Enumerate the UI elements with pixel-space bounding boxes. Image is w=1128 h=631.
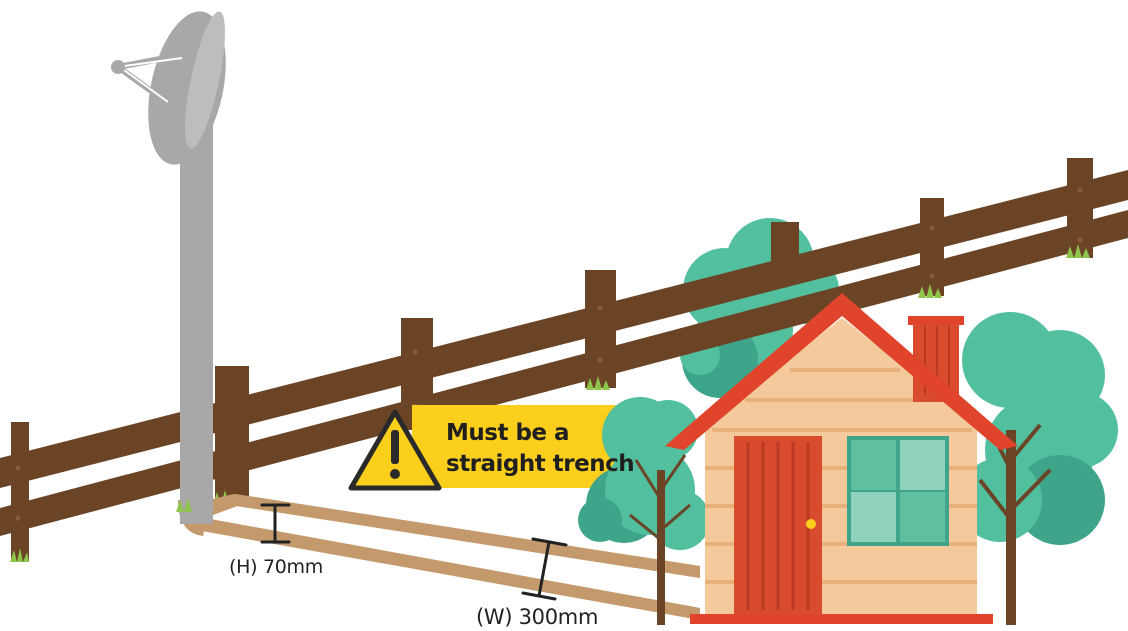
warning-icon <box>348 409 442 491</box>
house-window <box>847 436 949 546</box>
fence-post <box>585 270 616 388</box>
warning-line-1: Must be a <box>446 420 570 446</box>
tree-right <box>958 312 1118 625</box>
height-dimension-label: (H) 70mm <box>229 556 323 578</box>
height-dimension-marker <box>260 503 291 544</box>
house-door <box>734 436 822 616</box>
fence-post <box>11 422 29 562</box>
fence <box>0 158 1128 562</box>
width-dimension-marker <box>521 537 568 601</box>
warning-message: Must be a straight trench <box>446 418 635 480</box>
fence-post <box>1067 158 1093 258</box>
warning-line-2: straight trench <box>446 451 635 477</box>
fence-post <box>771 222 799 262</box>
warning-sign <box>348 405 628 491</box>
width-dimension-label: (W) 300mm <box>476 605 599 629</box>
tree-left <box>578 397 710 625</box>
satellite-dish-icon <box>111 11 226 165</box>
fence-post <box>215 366 249 504</box>
house <box>665 293 1018 624</box>
satellite-pole <box>111 11 226 524</box>
fence-post <box>920 198 944 296</box>
